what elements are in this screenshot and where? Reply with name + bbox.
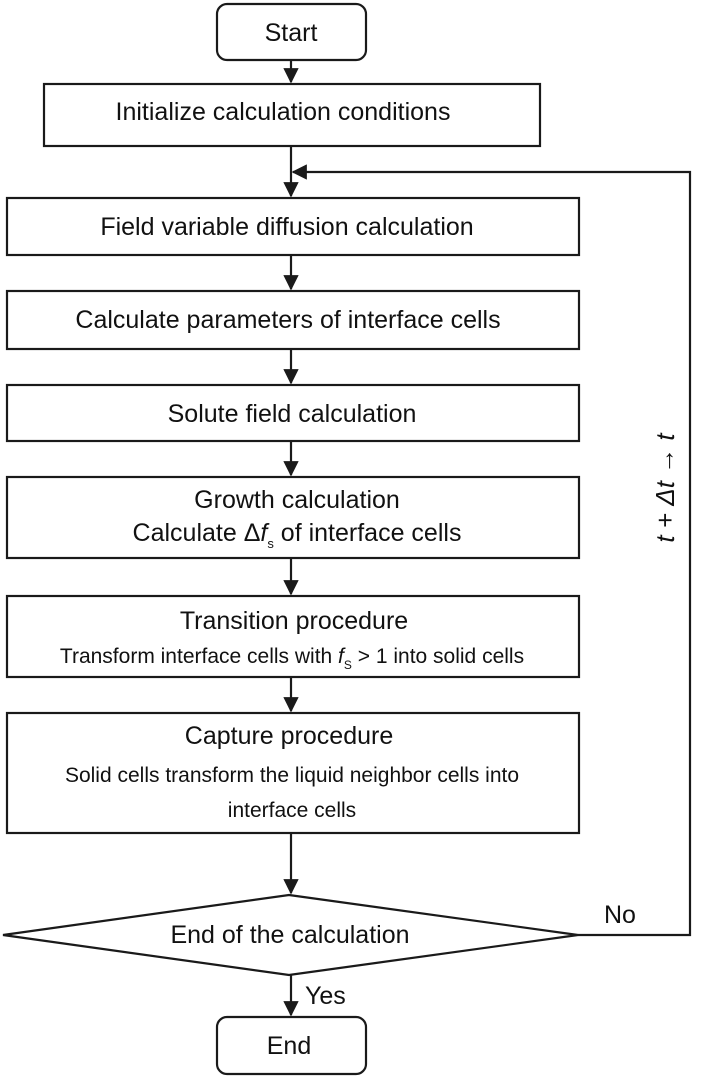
interface-params-label: Calculate parameters of interface cells bbox=[75, 306, 500, 334]
growth-node: Growth calculation Calculate Δfs of inte… bbox=[5, 475, 581, 560]
transition-node: Transition procedure Transform interface… bbox=[5, 594, 581, 679]
solute-node: Solute field calculation bbox=[5, 383, 581, 443]
yes-label: Yes bbox=[305, 982, 346, 1010]
capture-line1: Solid cells transform the liquid neighbo… bbox=[65, 764, 519, 787]
interface-params-node: Calculate parameters of interface cells bbox=[5, 289, 581, 351]
end-node: End bbox=[215, 1015, 368, 1076]
loop-label: t + Δt → t bbox=[650, 432, 680, 543]
loop-back-arrow bbox=[291, 164, 692, 937]
start-label: Start bbox=[265, 19, 318, 47]
diffusion-label: Field variable diffusion calculation bbox=[100, 213, 473, 241]
capture-line2: interface cells bbox=[228, 799, 356, 822]
capture-title: Capture procedure bbox=[185, 722, 393, 750]
capture-node: Capture procedure Solid cells transform … bbox=[5, 711, 581, 835]
growth-title: Growth calculation bbox=[194, 486, 400, 514]
diffusion-node: Field variable diffusion calculation bbox=[5, 196, 581, 257]
growth-detail: Calculate Δfs of interface cells bbox=[133, 519, 462, 551]
transition-detail: Transform interface cells with fS > 1 in… bbox=[60, 645, 524, 672]
initialize-label: Initialize calculation conditions bbox=[116, 98, 451, 126]
end-label: End bbox=[267, 1032, 311, 1060]
decision-label: End of the calculation bbox=[170, 921, 409, 949]
transition-title: Transition procedure bbox=[180, 607, 408, 635]
no-label: No bbox=[604, 901, 636, 929]
decision-node: End of the calculation bbox=[2, 893, 579, 977]
initialize-node: Initialize calculation conditions bbox=[42, 82, 542, 148]
solute-label: Solute field calculation bbox=[168, 400, 417, 428]
start-node: Start bbox=[215, 2, 368, 62]
